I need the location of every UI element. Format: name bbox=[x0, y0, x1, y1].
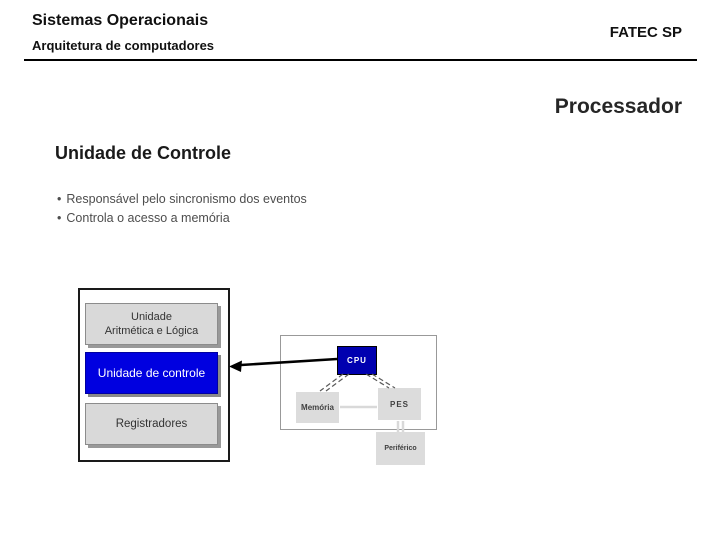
bullet-list: • Responsável pelo sincronismo dos evento… bbox=[57, 190, 307, 228]
peripheral-box: Periférico bbox=[376, 432, 425, 465]
pes-box: PES bbox=[378, 388, 421, 420]
bullet-marker: • bbox=[57, 192, 62, 206]
alu-box: Unidade Aritmética e Lógica bbox=[85, 303, 218, 345]
section-heading: Unidade de Controle bbox=[55, 143, 232, 163]
list-item: • Responsável pelo sincronismo dos evento… bbox=[57, 190, 307, 209]
peripheral-label: Periférico bbox=[384, 445, 417, 452]
bullet-marker: • bbox=[57, 211, 62, 225]
course-title: Sistemas Operacionais bbox=[32, 12, 209, 29]
page-title: Processador bbox=[554, 95, 682, 118]
bullet-text: Controla o acesso a memória bbox=[66, 211, 230, 225]
list-item: • Controla o acesso a memória bbox=[57, 209, 307, 228]
bullet-text: Responsável pelo sincronismo dos eventos bbox=[66, 192, 307, 206]
alu-label: Unidade Aritmética e Lógica bbox=[105, 310, 199, 338]
alu-label-line2: Aritmética e Lógica bbox=[104, 325, 199, 337]
control-unit-label: Unidade de controle bbox=[97, 366, 206, 380]
arrowhead-icon bbox=[229, 360, 242, 372]
memory-box: Memória bbox=[296, 392, 339, 423]
registers-box: Registradores bbox=[85, 403, 218, 445]
course-subtitle: Arquitetura de computadores bbox=[32, 38, 215, 53]
control-unit-box: Unidade de controle bbox=[85, 352, 218, 394]
cpu-box: CPU bbox=[337, 346, 377, 375]
pes-label: PES bbox=[389, 399, 409, 409]
registers-label: Registradores bbox=[115, 418, 188, 430]
institution-label: FATEC SP bbox=[609, 24, 682, 41]
alu-label-line1: Unidade bbox=[131, 311, 172, 323]
header-divider bbox=[24, 59, 697, 61]
system-frame bbox=[280, 335, 437, 430]
cpu-label: CPU bbox=[347, 356, 367, 365]
memory-label: Memória bbox=[301, 403, 334, 412]
